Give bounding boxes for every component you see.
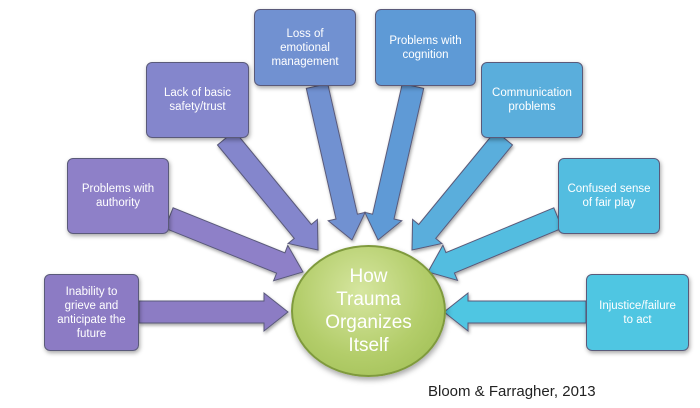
node-safety: Lack of basic safety/trust [146, 62, 249, 138]
arrow-cognition [363, 83, 425, 241]
arrow-grieve [138, 291, 289, 333]
node-grieve: Inability to grieve and anticipate the f… [44, 274, 139, 351]
node-emotional: Loss of emotional management [254, 9, 356, 86]
arrow-fairplay [427, 207, 563, 282]
arrow-communication [411, 130, 514, 251]
node-fairplay: Confused sense of fair play [558, 158, 660, 234]
center-circle: How Trauma Organizes Itself [291, 245, 446, 377]
arrow-injustice [443, 291, 587, 333]
citation: Bloom & Farragher, 2013 [428, 383, 596, 400]
node-communication: Communication problems [481, 62, 583, 138]
node-cognition: Problems with cognition [375, 9, 476, 86]
node-authority: Problems with authority [67, 158, 169, 234]
node-injustice: Injustice/failure to act [586, 274, 689, 351]
arrow-authority [164, 207, 304, 282]
arrow-emotional [305, 83, 367, 241]
arrow-safety [216, 130, 319, 251]
